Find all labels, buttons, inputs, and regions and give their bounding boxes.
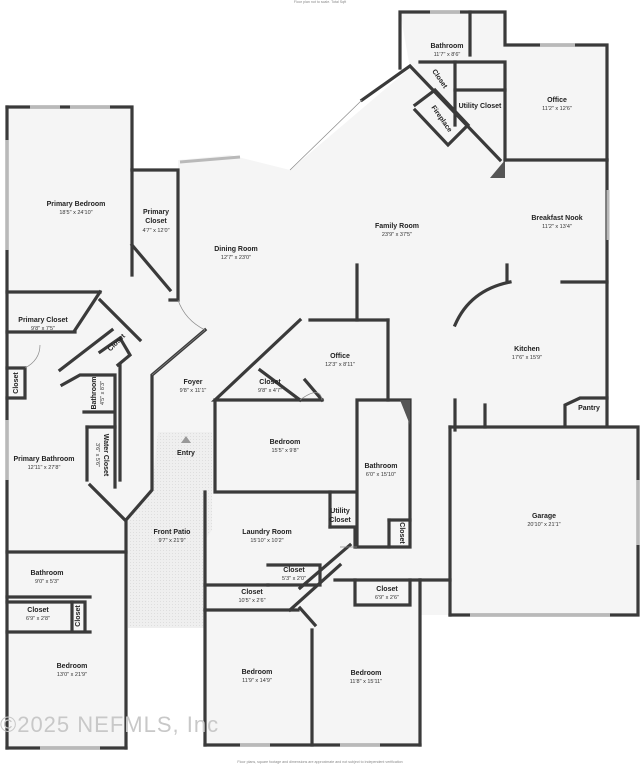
entry-arrow-icon [181,436,191,443]
room-closet-narrow: Closet [398,522,405,544]
floor-fill [7,12,638,748]
footer-note: Floor plans, square footage and dimensio… [237,760,403,764]
door-swings [24,99,363,548]
room-entry: Entry [177,450,195,457]
room-utility-closet-top: Utility Closet [459,103,502,110]
header-note: Floor plan not to scale. Total Sqft [293,0,347,4]
room-pantry: Pantry [578,405,600,412]
walls [5,10,640,750]
room-closet-left: Closet [13,372,20,394]
room-water-closet: Water Closet3'6" x 5'6" [94,434,109,477]
windows [5,10,640,750]
front-patio-area [128,432,212,628]
watermark: ©2025 NEFMLS, Inc [0,712,220,737]
room-closet-vert: Closet [75,605,82,627]
